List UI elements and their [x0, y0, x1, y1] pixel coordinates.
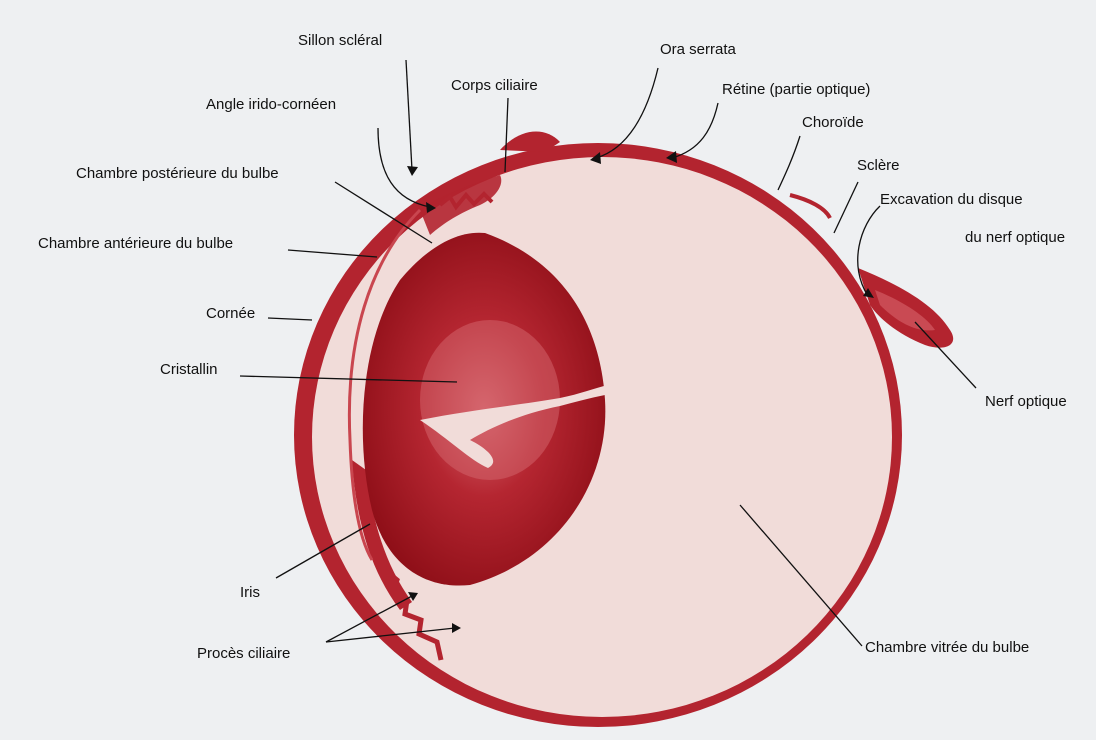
label-excavation-line1: Excavation du disque — [880, 191, 1023, 208]
label-cornee: Cornée — [206, 305, 255, 322]
label-retine: Rétine (partie optique) — [722, 81, 870, 98]
label-sillon-scleral: Sillon scléral — [298, 32, 382, 49]
label-chambre-posterieure: Chambre postérieure du bulbe — [76, 165, 279, 182]
label-iris: Iris — [240, 584, 260, 601]
label-excavation-line2: du nerf optique — [965, 229, 1065, 246]
label-cristallin: Cristallin — [160, 361, 218, 378]
label-corps-ciliaire: Corps ciliaire — [451, 77, 538, 94]
label-nerf-optique: Nerf optique — [985, 393, 1067, 410]
label-sclere: Sclère — [857, 157, 900, 174]
label-chambre-vitree: Chambre vitrée du bulbe — [865, 639, 1029, 656]
label-chambre-anterieure: Chambre antérieure du bulbe — [38, 235, 233, 252]
label-proces-ciliaire: Procès ciliaire — [197, 645, 290, 662]
label-choroide: Choroïde — [802, 114, 864, 131]
label-ora-serrata: Ora serrata — [660, 41, 737, 58]
label-angle-irido-corneen: Angle irido-cornéen — [206, 96, 336, 113]
